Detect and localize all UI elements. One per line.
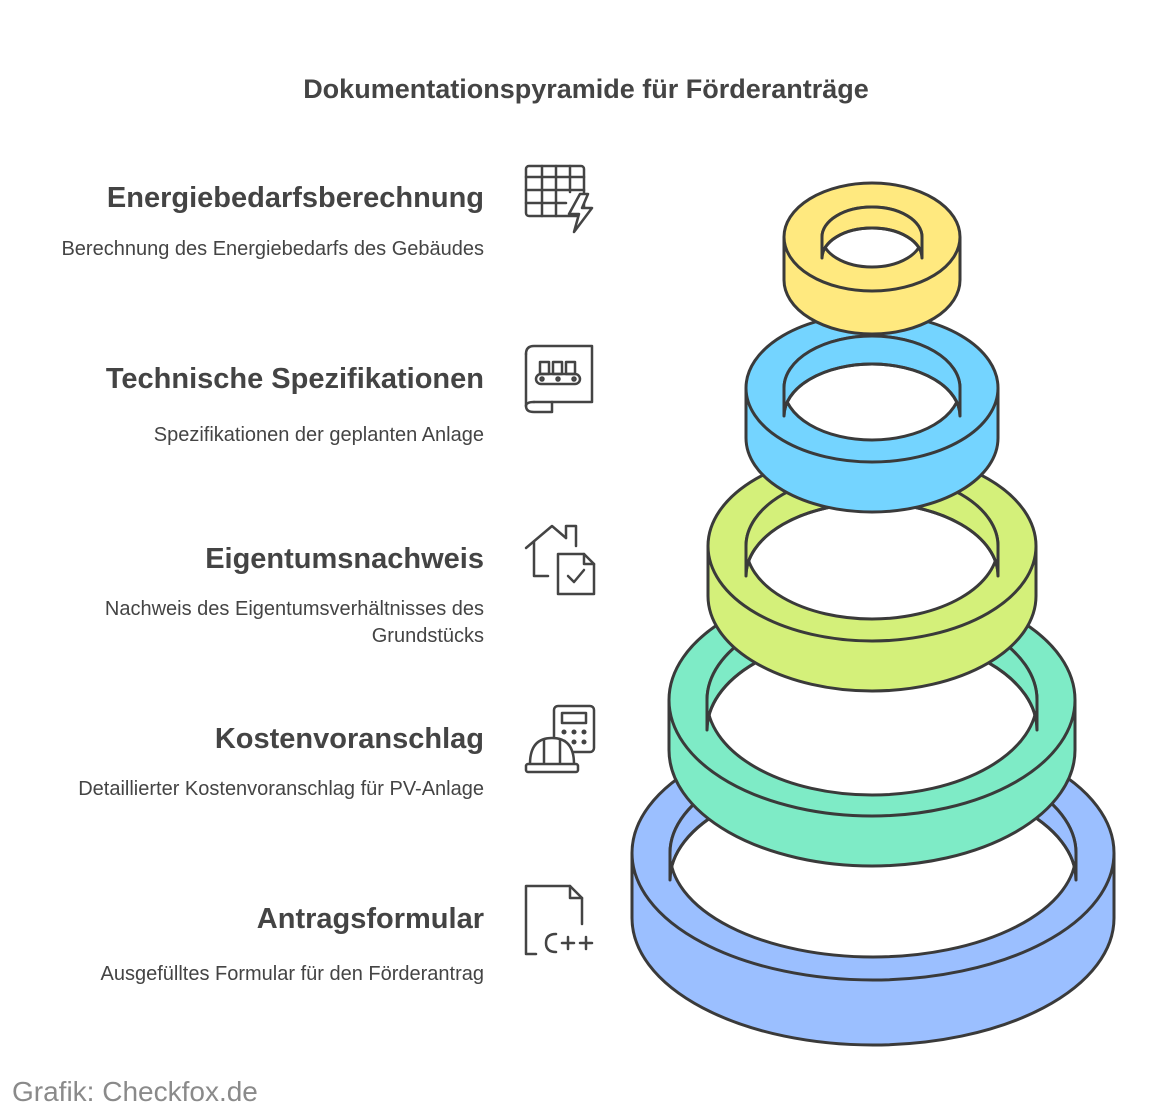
heading-antragsformular: Antragsformular bbox=[256, 903, 484, 935]
description-kostenvoranschlag: Detaillierter Kostenvoranschlag für PV-A… bbox=[78, 778, 484, 800]
ring-technische-spezifikationen bbox=[744, 312, 1000, 514]
blueprint-conveyor-icon bbox=[522, 342, 596, 416]
heading-energiebedarfsberechnung: Energiebedarfsberechnung bbox=[106, 182, 484, 214]
description-eigentumsnachweis: Nachweis des Eigentumsverhältnisses des … bbox=[104, 598, 484, 647]
ring-energiebedarfsberechnung bbox=[782, 181, 962, 336]
code-document-icon bbox=[522, 882, 596, 956]
description-antragsformular: Ausgefülltes Formular für den Förderantr… bbox=[100, 963, 484, 985]
description-energiebedarfsberechnung: Berechnung des Energiebedarfs des Gebäud… bbox=[61, 238, 484, 260]
heading-kostenvoranschlag: Kostenvoranschlag bbox=[214, 723, 484, 755]
description-technische-spezifikationen: Spezifikationen der geplanten Anlage bbox=[153, 424, 484, 446]
page-title: Dokumentationspyramide für Förderanträge bbox=[303, 74, 869, 104]
footer-credit: Grafik: Checkfox.de bbox=[12, 1076, 258, 1107]
house-document-check-icon bbox=[522, 522, 596, 596]
heading-eigentumsnachweis: Eigentumsnachweis bbox=[205, 543, 484, 575]
heading-technische-spezifikationen: Technische Spezifikationen bbox=[105, 363, 484, 395]
calculator-hardhat-icon bbox=[522, 702, 596, 776]
spreadsheet-lightning-icon bbox=[522, 162, 596, 236]
